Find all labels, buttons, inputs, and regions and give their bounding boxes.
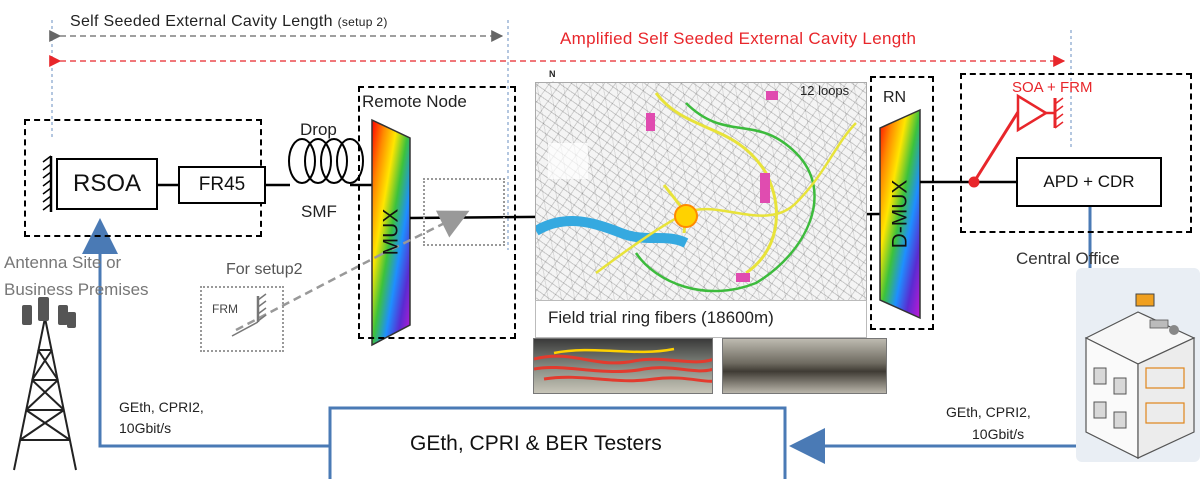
mux-label: MUX [379, 208, 403, 256]
antenna-site-label: Antenna Site or [4, 253, 122, 272]
setup2-frm-box [200, 286, 284, 352]
setup2-length-label: Self Seeded External Cavity Length [70, 13, 333, 30]
drop-label: Drop [300, 120, 337, 139]
soa-amplifier-icon [1016, 93, 1049, 133]
drop-fiber-spool-icon [288, 138, 364, 184]
smf-label: SMF [301, 202, 337, 221]
testers-box-outline [328, 406, 787, 479]
central-office-label: Central Office [1016, 249, 1120, 268]
feedback-left-path [82, 218, 330, 448]
fiber-photo-right [722, 338, 887, 394]
fr45-box: FR45 [178, 166, 266, 204]
soa-branch-line [972, 111, 1020, 183]
testers-label: GEth, CPRI & BER Testers [410, 432, 662, 455]
setup2-label: For setup2 [226, 261, 303, 278]
rn-box [870, 76, 934, 330]
amplified-length-label: Amplified Self Seeded External Cavity Le… [560, 29, 917, 48]
compass-n: N [549, 69, 556, 79]
setup2-frm-path [235, 253, 381, 332]
frm-mirror-gray-icon [231, 293, 267, 337]
rn-label: RN [883, 89, 907, 106]
setup2-length-suffix: (setup 2) [337, 15, 388, 29]
right-rate-line1: GEth, CPRI2, [946, 404, 1031, 420]
business-premises-label: Business Premises [4, 280, 149, 299]
right-rate-line2: 10Gbit/s [972, 426, 1025, 442]
antenna-panels-icon [22, 297, 76, 328]
field-trial-map [535, 82, 867, 308]
setup2-frm-arrow [379, 210, 470, 257]
antenna-tower-icon [13, 317, 77, 471]
apd-cdr-box: APD + CDR [1016, 157, 1162, 207]
map-caption-box [535, 300, 867, 338]
dmux-label: D-MUX [888, 179, 912, 249]
frm-label-gray: FRM [212, 302, 238, 316]
fiber-photo-left [533, 338, 713, 394]
map-caption: Field trial ring fibers (18600m) [548, 308, 774, 327]
dmux-block [879, 108, 921, 320]
mux-block [371, 118, 411, 347]
setup2-target-box [423, 178, 505, 246]
central-office-building-icon [1076, 268, 1200, 462]
left-rate-line1: GEth, CPRI2, [119, 399, 204, 415]
central-office-box [960, 73, 1192, 233]
rsoa-mirror-hatch [42, 155, 52, 211]
rsoa-box: RSOA [56, 158, 158, 210]
remote-node-label: Remote Node [362, 92, 467, 111]
soa-frm-label: SOA + FRM [1012, 79, 1093, 96]
remote-node-box [358, 86, 516, 339]
loops-label: 12 loops [800, 83, 850, 98]
left-rate-line2: 10Gbit/s [119, 420, 172, 436]
